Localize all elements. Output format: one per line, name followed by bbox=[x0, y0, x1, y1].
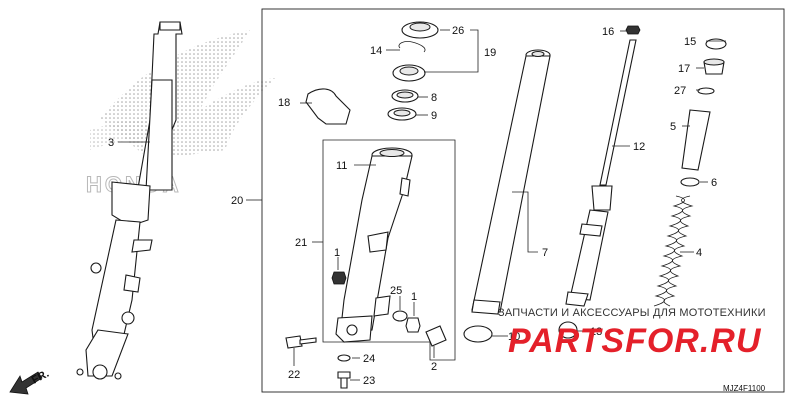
partsfor-watermark: ЗАПЧАСТИ И АКСЕССУАРЫ ДЛЯ МОТОТЕХНИКИ PA… bbox=[498, 307, 766, 360]
callout-25: 25 bbox=[390, 285, 402, 297]
fork-guard bbox=[305, 88, 351, 125]
honda-wing-watermark: HONDA bbox=[86, 30, 275, 198]
diagram-code: MJZ4F1100 bbox=[723, 384, 766, 393]
callout-21: 21 bbox=[295, 237, 307, 249]
callout-16: 16 bbox=[602, 26, 614, 38]
fork-spring bbox=[653, 195, 694, 307]
callout-8: 8 bbox=[431, 92, 437, 104]
callout-2: 2 bbox=[431, 361, 437, 373]
callout-27: 27 bbox=[674, 85, 686, 97]
seal-stack bbox=[387, 21, 439, 121]
small-hardware bbox=[285, 271, 447, 389]
callout-20: 20 bbox=[231, 195, 243, 207]
callout-18: 18 bbox=[278, 97, 290, 109]
fork-leg-assembly bbox=[76, 21, 183, 380]
callout-11: 11 bbox=[336, 160, 347, 172]
front-direction-label: FR. bbox=[30, 368, 51, 387]
assembly-frame-21 bbox=[322, 139, 456, 361]
fork-damper-rod bbox=[565, 39, 637, 307]
fork-inner-tube bbox=[471, 49, 551, 315]
slide-bushing bbox=[463, 325, 493, 343]
rod-nut bbox=[625, 25, 641, 35]
callout-10: 10 bbox=[508, 331, 520, 343]
fork-cap-stack bbox=[680, 38, 727, 187]
callout-12: 12 bbox=[633, 141, 645, 153]
callout-7: 7 bbox=[542, 247, 548, 259]
fork-slider-bottom-case bbox=[335, 147, 413, 343]
callout-1-right: 1 bbox=[411, 291, 417, 303]
watermark-logo: PARTSFOR.RU bbox=[508, 322, 762, 360]
callout-9: 9 bbox=[431, 110, 437, 122]
callout-17: 17 bbox=[678, 63, 690, 75]
callout-19: 19 bbox=[484, 47, 496, 59]
callout-23: 23 bbox=[363, 375, 375, 387]
callout-22: 22 bbox=[288, 369, 300, 381]
callout-5: 5 bbox=[670, 121, 676, 133]
front-direction-arrow: FR. bbox=[9, 368, 51, 395]
rod-cushion bbox=[558, 321, 578, 339]
assembly-frame-20 bbox=[261, 8, 785, 393]
callout-6: 6 bbox=[711, 177, 717, 189]
callout-4: 4 bbox=[696, 247, 702, 259]
callout-3: 3 bbox=[108, 137, 114, 149]
callout-1-left: 1 bbox=[334, 247, 340, 259]
callout-14: 14 bbox=[370, 45, 382, 57]
callout-26: 26 bbox=[452, 25, 464, 37]
callout-15: 15 bbox=[684, 36, 696, 48]
watermark-caption: ЗАПЧАСТИ И АКСЕССУАРЫ ДЛЯ МОТОТЕХНИКИ bbox=[498, 307, 766, 319]
callout-13: 13 bbox=[590, 326, 602, 338]
callout-24: 24 bbox=[363, 353, 375, 365]
leader-lines bbox=[118, 29, 726, 381]
callout-numbers: 3 20 18 26 14 19 8 9 11 21 1 25 1 2 22 2… bbox=[108, 25, 717, 387]
